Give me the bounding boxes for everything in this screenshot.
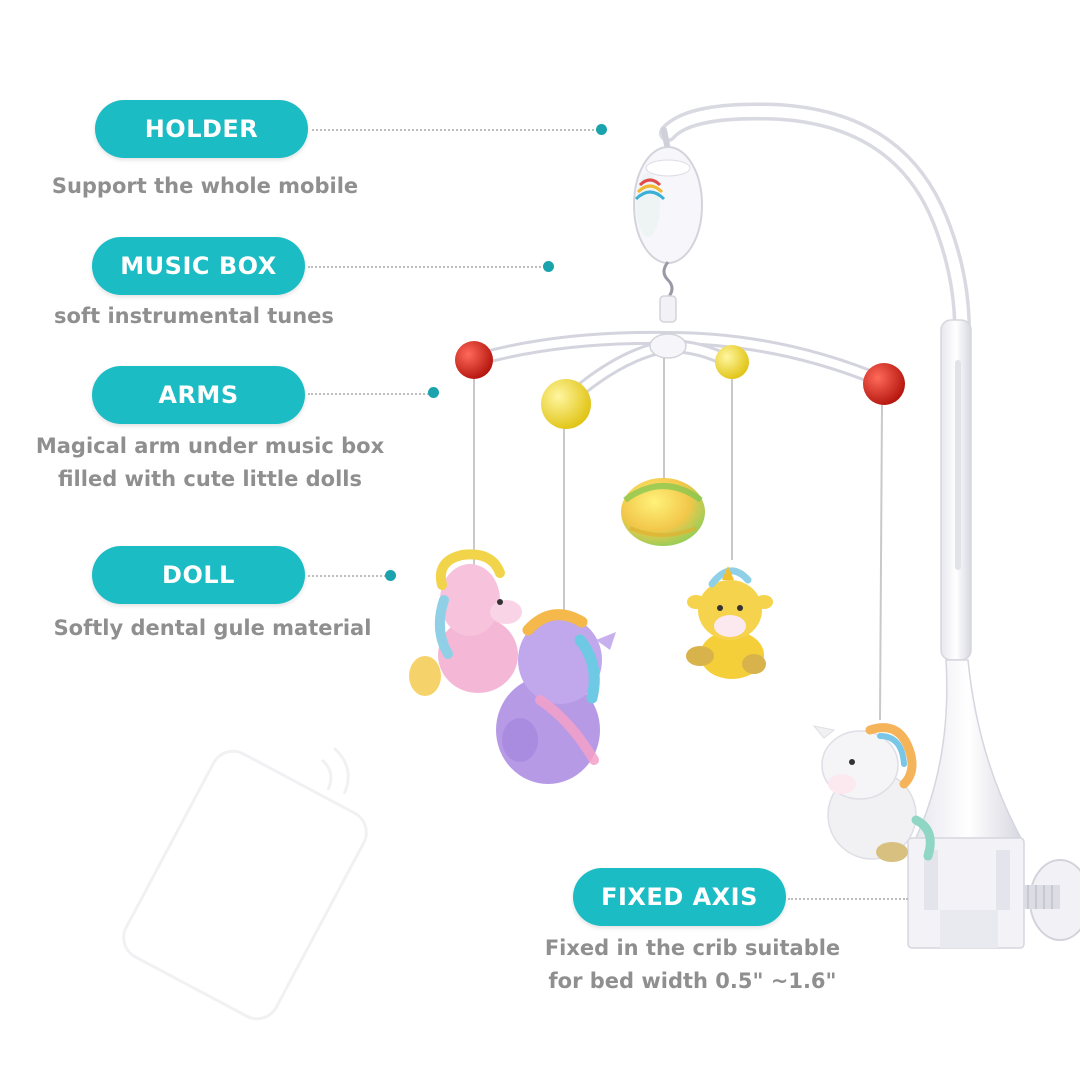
fixed-axis-leader-line xyxy=(788,898,908,900)
vertical-pole xyxy=(940,319,972,661)
fixed-axis-description: Fixed in the crib suitable for bed width… xyxy=(535,932,850,998)
doll-leader-line xyxy=(308,575,386,577)
arms-leader-dot xyxy=(428,387,439,398)
doll-leader-dot xyxy=(385,570,396,581)
music-box-description-line-1: soft instrumental tunes xyxy=(54,304,334,328)
arms-description: Magical arm under music box filled with … xyxy=(30,430,390,496)
music-box xyxy=(633,146,703,323)
fixed-axis-description-line-2: for bed width 0.5" ~1.6" xyxy=(548,969,837,993)
holder-description: Support the whole mobile xyxy=(50,170,360,203)
hanging-strings xyxy=(473,358,883,721)
doll-label: DOLL xyxy=(92,546,305,604)
remote-ghost xyxy=(122,746,368,1021)
music-box-label: MUSIC BOX xyxy=(92,237,305,295)
mobile-arms xyxy=(468,330,891,409)
arms-label: ARMS xyxy=(92,366,305,424)
doll-description: Softly dental gule material xyxy=(40,612,385,645)
doll-purple-unicorn xyxy=(496,609,616,784)
arms-description-line-2: filled with cute little dolls xyxy=(57,467,363,491)
doll-yellow-unicorn xyxy=(686,566,773,679)
music-box-description: soft instrumental tunes xyxy=(48,300,340,333)
doll-white-unicorn xyxy=(812,723,935,862)
music-box-leader-line xyxy=(308,266,548,268)
doll-description-line-1: Softly dental gule material xyxy=(53,616,372,640)
pom-pom xyxy=(621,478,705,546)
fixed-axis-label: FIXED AXIS xyxy=(573,868,786,926)
holder-leader-line xyxy=(312,129,602,131)
holder-label: HOLDER xyxy=(95,100,308,158)
holder-leader-dot xyxy=(596,124,607,135)
doll-pink-unicorn xyxy=(409,549,522,696)
music-box-leader-dot xyxy=(543,261,554,272)
decor-balls xyxy=(455,341,905,429)
holder-arm xyxy=(659,102,971,339)
fixed-axis-base xyxy=(907,659,1080,949)
holder-description-line-1: Support the whole mobile xyxy=(51,174,359,198)
fixed-axis-description-line-1: Fixed in the crib suitable xyxy=(544,936,841,960)
arms-description-line-1: Magical arm under music box xyxy=(35,434,385,458)
arms-leader-line xyxy=(308,393,433,395)
